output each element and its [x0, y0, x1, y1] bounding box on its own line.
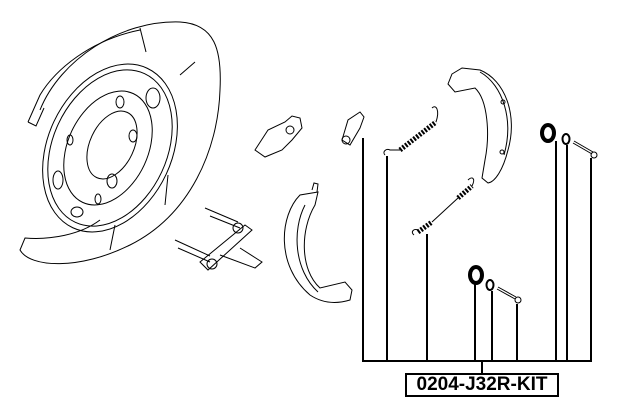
- hold-down-hardware-drawing: [468, 123, 598, 304]
- brake-shoe-front-drawing: [447, 67, 512, 184]
- brake-shoe-rear-drawing: [283, 182, 353, 303]
- adjuster-lever-drawing: [254, 115, 303, 158]
- strut-lever-drawing: [174, 207, 263, 271]
- kit-part-number-label: 0204-J32R-KIT: [405, 373, 559, 397]
- adjuster-drawing: [341, 111, 365, 146]
- upper-return-spring-drawing: [383, 106, 439, 156]
- leader-lines: [362, 138, 592, 374]
- lower-return-spring-drawing: [411, 177, 475, 236]
- backing-plate-drawing: [19, 21, 221, 265]
